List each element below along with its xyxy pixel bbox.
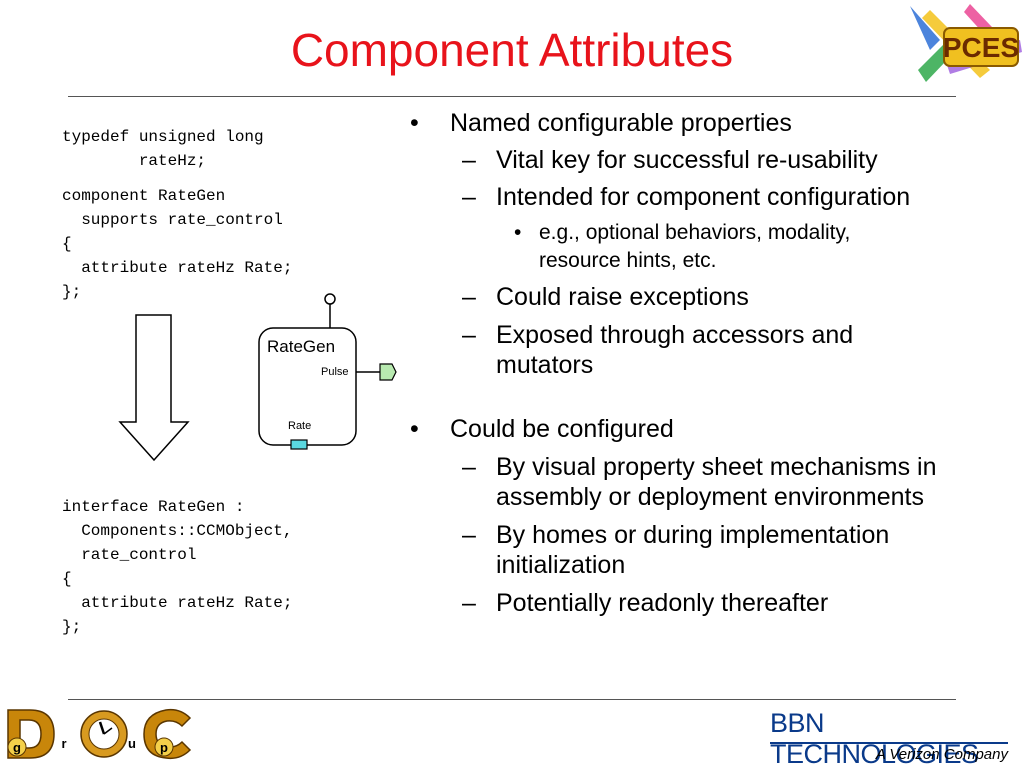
logo-letter-r: r	[61, 736, 66, 751]
bbn-underline	[770, 742, 1008, 744]
subbullet-homes-line2: initialization	[496, 551, 626, 579]
bbn-company-name: BBN TECHNOLOGIES	[770, 708, 979, 769]
logo-letter-g: g	[13, 740, 21, 755]
subbullet-homes-line1: By homes or during implementation	[496, 521, 890, 549]
bullet-marker: •	[514, 221, 522, 244]
subbullet-intended-for: Intended for component configuration	[496, 183, 911, 211]
tertiary-eg-line1: e.g., optional behaviors, modality,	[539, 221, 851, 244]
component-diagram-shapes	[258, 293, 397, 450]
slide-title: Component Attributes	[290, 24, 734, 76]
subbullet-vital-key: Vital key for successful re-usability	[496, 146, 878, 174]
top-divider	[68, 96, 956, 97]
subbullet-visual-line2: assembly or deployment environments	[496, 483, 924, 511]
component-name-label: RateGen	[267, 337, 336, 356]
dash-marker: –	[462, 321, 476, 349]
bbn-logo: BBN TECHNOLOGIES A Verizon Company	[768, 708, 1014, 769]
code-component: component RateGen supports rate_control …	[62, 187, 293, 301]
logo-letter-p: p	[160, 740, 168, 755]
code-typedef: typedef unsigned long rateHz;	[62, 128, 264, 170]
bullet-marker: •	[410, 415, 419, 443]
subbullet-visual-line1: By visual property sheet mechanisms in	[496, 453, 937, 481]
dash-marker: –	[462, 183, 476, 211]
dash-marker: –	[462, 589, 476, 617]
subbullet-could-raise: Could raise exceptions	[496, 283, 749, 311]
bottom-divider	[68, 699, 956, 700]
logo-letter-u: u	[128, 736, 136, 751]
doc-group-logo: g r u p	[4, 704, 196, 764]
tertiary-eg-line2: resource hints, etc.	[539, 249, 717, 272]
dash-marker: –	[462, 521, 476, 549]
subbullet-readonly: Potentially readonly thereafter	[496, 589, 829, 617]
doc-group-logo-graphic: g r u p	[7, 708, 192, 760]
pces-logo-text: PCES	[943, 32, 1019, 63]
pulse-port-label: Pulse	[321, 366, 349, 378]
pces-logo-graphic: PCES	[910, 4, 1022, 82]
dash-marker: –	[462, 146, 476, 174]
code-interface: interface RateGen : Components::CCMObjec…	[62, 498, 293, 636]
down-arrow-icon	[118, 314, 190, 462]
subbullet-exposed-line1: Exposed through accessors and	[496, 321, 854, 349]
bullet-could-be-configured: Could be configured	[450, 415, 674, 443]
bullet-marker: •	[410, 109, 419, 137]
component-diagram: RateGen Pulse Rate	[255, 288, 405, 453]
dash-marker: –	[462, 453, 476, 481]
pces-logo: PCES	[900, 0, 1024, 92]
rate-attribute-label: Rate	[288, 420, 312, 432]
subbullet-exposed-line2: mutators	[496, 351, 594, 379]
bbn-tagline: A Verizon Company	[875, 746, 1008, 763]
dash-marker: –	[462, 283, 476, 311]
bullet-named-configurable: Named configurable properties	[450, 109, 792, 137]
